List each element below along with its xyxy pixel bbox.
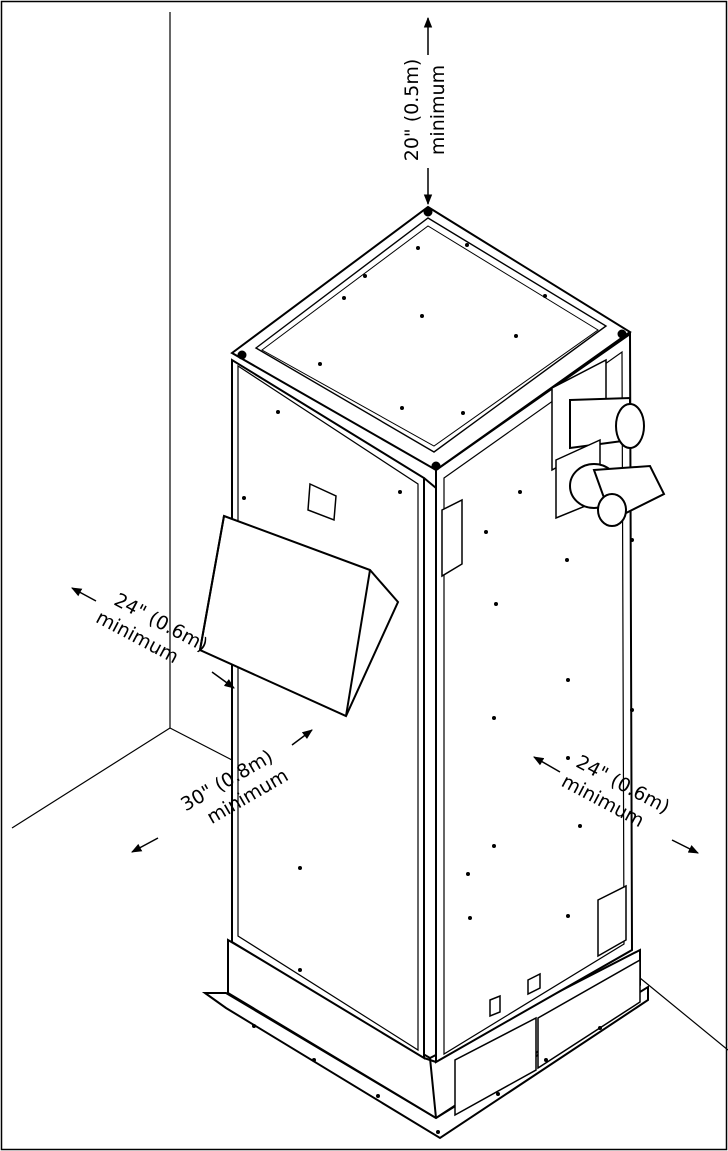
arrow-right-down [671,839,699,854]
clearance-top-value: 20" (0.5m) [401,59,423,162]
flue-pipes [551,358,666,527]
dimension-arrows [71,16,699,854]
arrow-left-out [71,587,97,602]
unit-side-panel [435,332,634,1064]
exhaust-hood [198,482,400,718]
clearance-top-caption: minimum [427,65,449,155]
arrow-front-down [131,837,159,853]
rivets [242,243,634,1134]
unit-top-lid [230,205,632,472]
arrow-front-up [291,729,313,746]
side-details [441,498,627,1018]
room-lines [11,12,728,1051]
unit-base [201,938,649,1140]
arrow-right-up [533,756,561,773]
arrow-left-in [211,671,235,689]
